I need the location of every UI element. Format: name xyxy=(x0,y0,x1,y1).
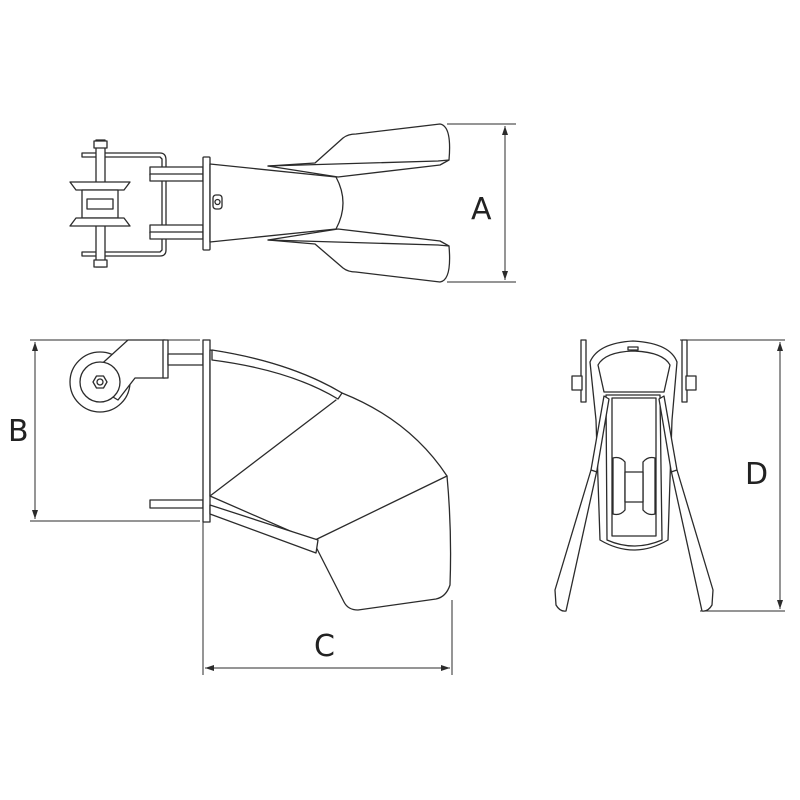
dimension-label-c: C xyxy=(314,629,335,664)
top-view: A xyxy=(69,123,516,283)
dimension-label-d: D xyxy=(745,457,768,492)
dimension-label-b: B xyxy=(8,414,29,449)
side-view: B C xyxy=(8,339,453,675)
nut-icon xyxy=(92,375,108,389)
dimension-label-a: A xyxy=(471,192,492,227)
front-view: D xyxy=(554,339,785,612)
